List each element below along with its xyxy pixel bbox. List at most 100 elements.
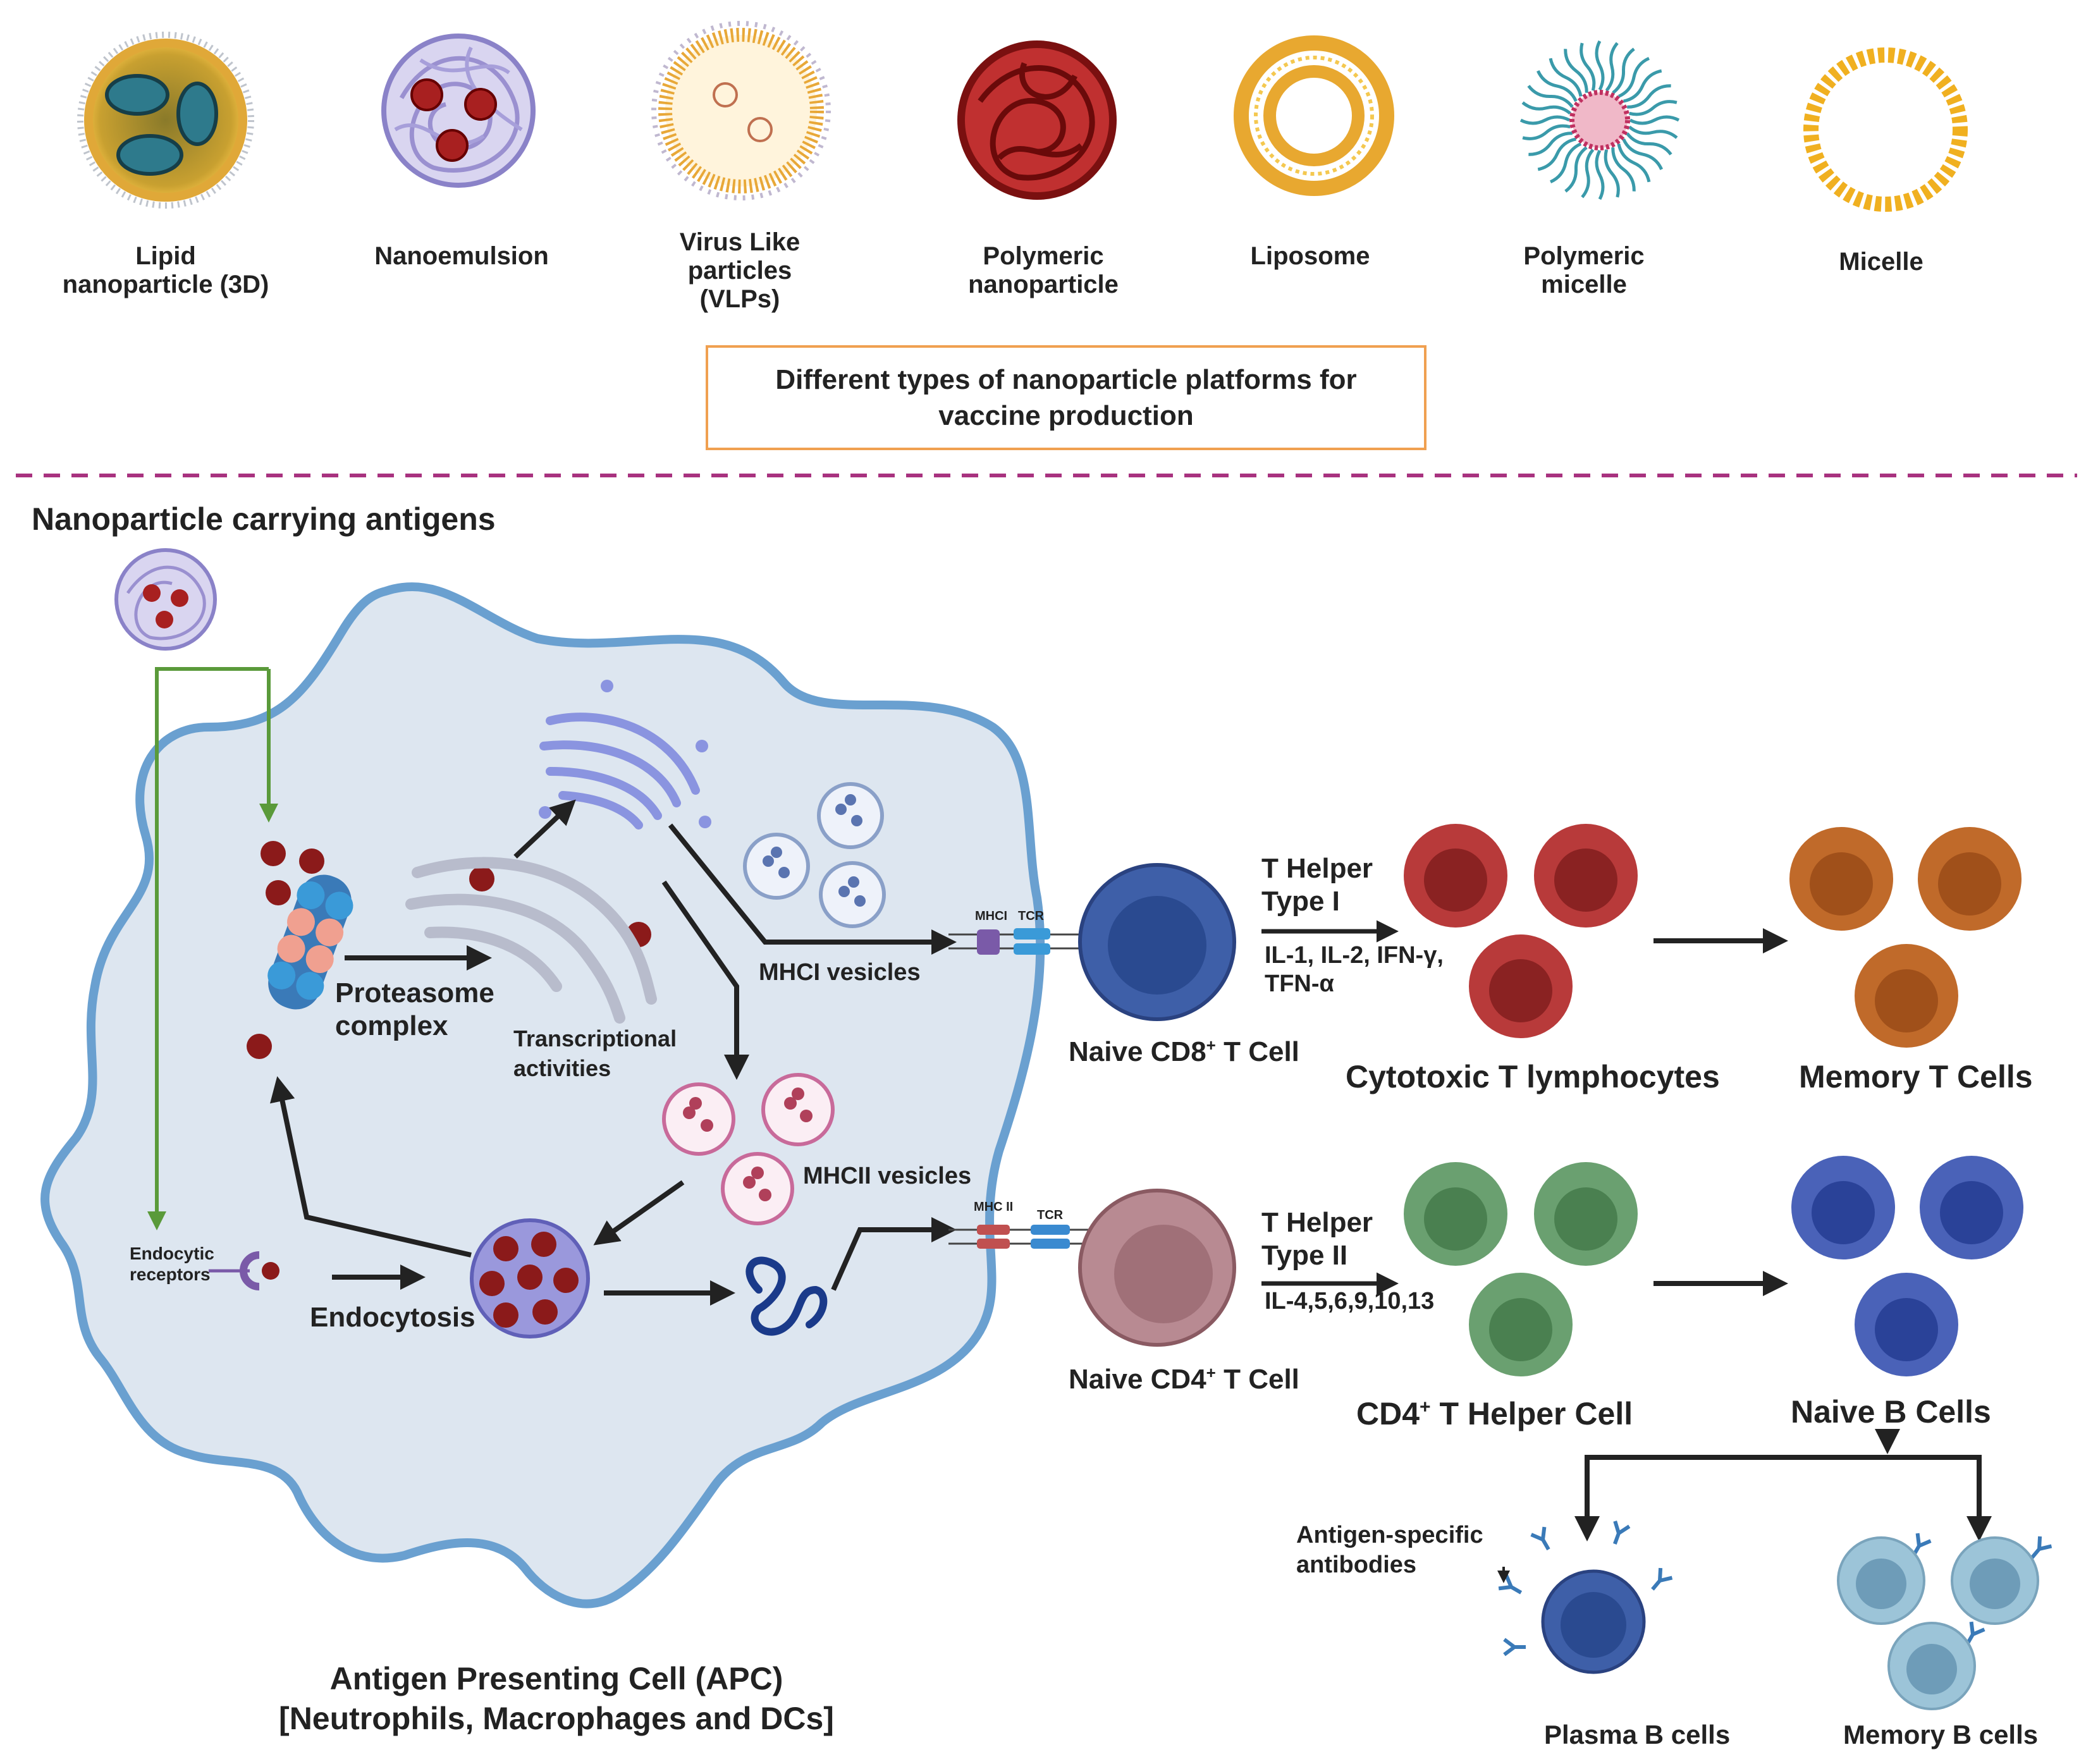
micelle-polymer-chain xyxy=(1628,125,1678,139)
liposome-icon xyxy=(1234,35,1394,196)
micelle-icon xyxy=(1803,47,1968,212)
transcription-label-1: Transcriptional xyxy=(513,1026,677,1051)
tcr1-label: TCR xyxy=(1018,909,1045,923)
th1-cytokines-1: IL-1, IL-2, IFN-γ, xyxy=(1265,942,1444,969)
platforms-row: Lipid nanoparticle (3D) Nanoemulsion Vir… xyxy=(63,21,1968,313)
cd8-label: Naive CD8+ T Cell xyxy=(1069,1036,1299,1067)
cd4-helper-cells-icon xyxy=(1404,1162,1638,1376)
mhc1-vesicle-cargo xyxy=(763,794,866,907)
naive-cd4-t-cell-icon xyxy=(1078,1189,1236,1347)
endocytic-path xyxy=(147,667,269,1230)
th2-label-2: Type II xyxy=(1261,1240,1347,1271)
antibody-icons xyxy=(1498,1520,2052,1657)
micelle-polymer-chain xyxy=(1522,124,1571,140)
lipid-nanoparticle-icon xyxy=(77,32,254,209)
micelle-polymer-chain xyxy=(1629,100,1678,116)
naive-cd8-t-cell-icon xyxy=(1078,863,1236,1021)
surface-antibody-icon xyxy=(2030,1536,2052,1559)
platform-label-7a: Micelle xyxy=(1839,248,1923,276)
nanoemulsion-icon xyxy=(381,34,536,188)
endoplasmic-reticulum-icon xyxy=(405,857,657,1024)
mhc1-vesicles-label: MHCI vesicles xyxy=(759,959,921,986)
mhc1-label: MHCI xyxy=(975,909,1007,923)
th2-label-1: T Helper xyxy=(1261,1207,1373,1238)
micelle-polymer-chain xyxy=(1549,142,1582,184)
micelle-polymer-chain xyxy=(1580,42,1596,91)
memory-t-cells-icon xyxy=(1789,827,2022,1048)
platform-label-5a: Liposome xyxy=(1251,242,1370,270)
proteasome-icon xyxy=(267,874,353,1010)
transcription-label-2: activities xyxy=(513,1055,611,1081)
micelle-polymer-chain xyxy=(1528,132,1573,156)
mhc2-vesicle-cargo xyxy=(683,1087,813,1201)
polymeric-nanoparticle-icon xyxy=(957,40,1117,200)
endocytic-label-1: Endocytic xyxy=(130,1244,214,1263)
antibody-icon xyxy=(1503,1638,1526,1657)
platform-label-4a: Polymeric xyxy=(983,242,1103,270)
platform-label-3c: (VLPs) xyxy=(700,285,780,313)
ctl-label: Cytotoxic T lymphocytes xyxy=(1346,1059,1720,1094)
micelle-polymer-chain xyxy=(1605,42,1619,92)
mhc1-tcr-complex xyxy=(948,928,1084,955)
proteasome-label-1: Proteasome xyxy=(335,977,494,1008)
apc-arrows xyxy=(269,799,957,1306)
platforms-title-box: Different types of nanoparticle platform… xyxy=(706,345,1426,450)
np-heading: Nanoparticle carrying antigens xyxy=(32,501,496,537)
plasma-b-label: Plasma B cells xyxy=(1544,1720,1730,1749)
micelle-polymer-chain xyxy=(1611,147,1636,192)
th1-cytokines-2: TFN-α xyxy=(1265,971,1334,997)
micelle-polymer-chain xyxy=(1612,47,1635,94)
tcr2-label: TCR xyxy=(1037,1208,1064,1222)
micelle-polymer-chain xyxy=(1622,138,1664,171)
memory-b-cells-icon xyxy=(1837,1536,2039,1710)
antibody-label-2: antibodies xyxy=(1296,1552,1416,1578)
antigen-nanoparticle-icon xyxy=(114,548,217,651)
apc-title-line1: Antigen Presenting Cell (APC) xyxy=(330,1661,783,1696)
micelle-polymer-chain xyxy=(1521,101,1571,115)
processed-antigen-icon xyxy=(745,1256,828,1336)
memory-b-label: Memory B cells xyxy=(1843,1720,2038,1749)
platform-label-1b: nanoparticle (3D) xyxy=(63,271,269,298)
th1-label-1: T Helper xyxy=(1261,853,1373,884)
micelle-polymer-chain xyxy=(1629,115,1680,125)
micelle-polymer-chain xyxy=(1537,137,1577,171)
antibody-icon xyxy=(1530,1526,1550,1551)
naive-b-cells-icon xyxy=(1791,1156,2023,1376)
th2-cytokines: IL-4,5,6,9,10,13 xyxy=(1265,1288,1434,1314)
mhc2-vesicles-label: MHCII vesicles xyxy=(803,1163,971,1189)
platform-label-4b: nanoparticle xyxy=(968,271,1119,298)
antigen-peptides xyxy=(247,841,651,1059)
plasma-b-cell-icon xyxy=(1541,1569,1646,1674)
apc-cell-body xyxy=(40,582,1045,1608)
antibody-icon xyxy=(1613,1520,1631,1545)
platform-label-3a: Virus Like xyxy=(680,228,800,256)
golgi-apparatus-icon xyxy=(539,680,711,830)
endocytic-receptor-icon xyxy=(209,1251,279,1290)
micelle-polymer-chain xyxy=(1617,143,1651,183)
micelle-polymer-chain xyxy=(1595,149,1605,200)
endocytosis-label: Endocytosis xyxy=(310,1302,475,1333)
cd4-label: Naive CD4+ T Cell xyxy=(1069,1363,1299,1395)
antibody-label-1: Antigen-specific xyxy=(1296,1522,1483,1548)
micelle-polymer-chain xyxy=(1536,70,1578,102)
cytotoxic-t-cells-icon xyxy=(1404,824,1638,1038)
micelle-polymer-chain xyxy=(1627,84,1671,109)
polymeric-micelle-icon xyxy=(1519,40,1680,200)
platforms-title-line2: vaccine production xyxy=(938,400,1193,431)
micelle-polymer-chain xyxy=(1519,115,1571,125)
b-cell-branch-arrows xyxy=(1574,1429,1992,1541)
micelle-polymer-chain xyxy=(1564,146,1588,193)
mhc2-tcr-complex xyxy=(948,1225,1103,1249)
proteasome-label-2: complex xyxy=(335,1010,448,1041)
th1-label-2: Type I xyxy=(1261,886,1340,917)
platform-label-2a: Nanoemulsion xyxy=(374,242,549,270)
endocytic-label-2: receptors xyxy=(130,1265,211,1284)
endosome-icon xyxy=(470,1218,590,1338)
mhc2-vesicles-icon xyxy=(662,1073,835,1225)
antibody-icon xyxy=(1651,1567,1673,1591)
micelle-polymer-chain xyxy=(1604,149,1620,198)
micelle-polymer-chain xyxy=(1626,132,1672,156)
micelle-polymer-chain xyxy=(1617,56,1650,98)
